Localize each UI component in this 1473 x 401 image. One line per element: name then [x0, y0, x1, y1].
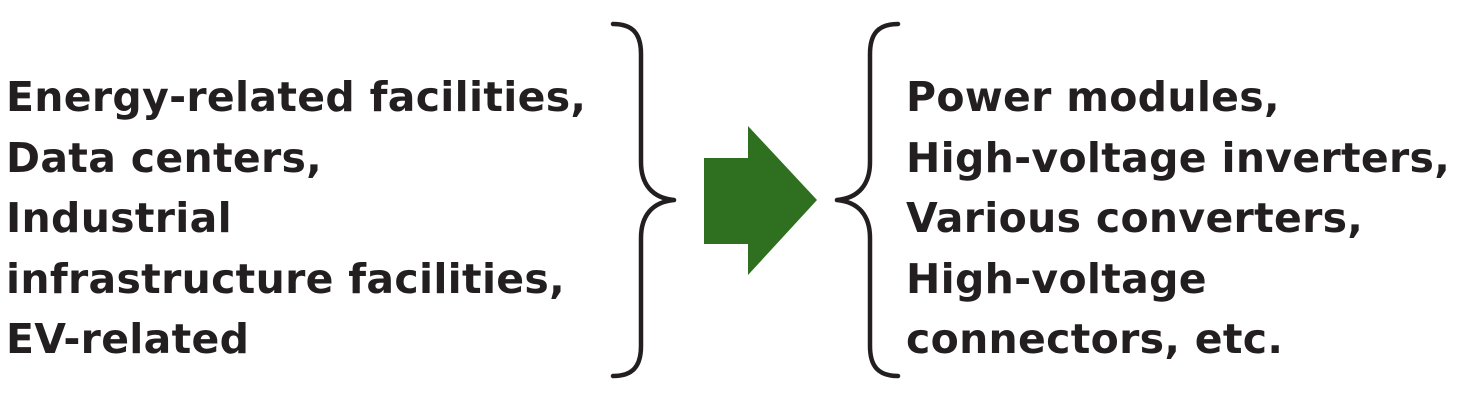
target-list: Power modules, High-voltage inverters, V…: [906, 67, 1450, 370]
target-list-item: Various converters,: [906, 194, 1364, 242]
target-list-item: High-voltage: [906, 254, 1207, 303]
source-list: Energy-related facilities, Data centers,…: [6, 67, 586, 370]
left-curly-brace-icon: [834, 21, 901, 379]
target-list-item: Power modules,: [906, 73, 1280, 121]
right-arrow-icon: [704, 126, 817, 275]
source-list-item: Data centers,: [6, 133, 323, 182]
right-curly-brace-icon: [610, 21, 677, 379]
source-list-item: EV-related: [6, 315, 250, 363]
target-list-item: connectors, etc.: [906, 315, 1284, 363]
source-list-item: infrastructure facilities,: [6, 254, 565, 303]
target-list-item: High-voltage inverters,: [906, 133, 1451, 182]
source-list-item: Energy-related facilities,: [6, 73, 587, 121]
source-list-item: Industrial: [6, 194, 232, 242]
